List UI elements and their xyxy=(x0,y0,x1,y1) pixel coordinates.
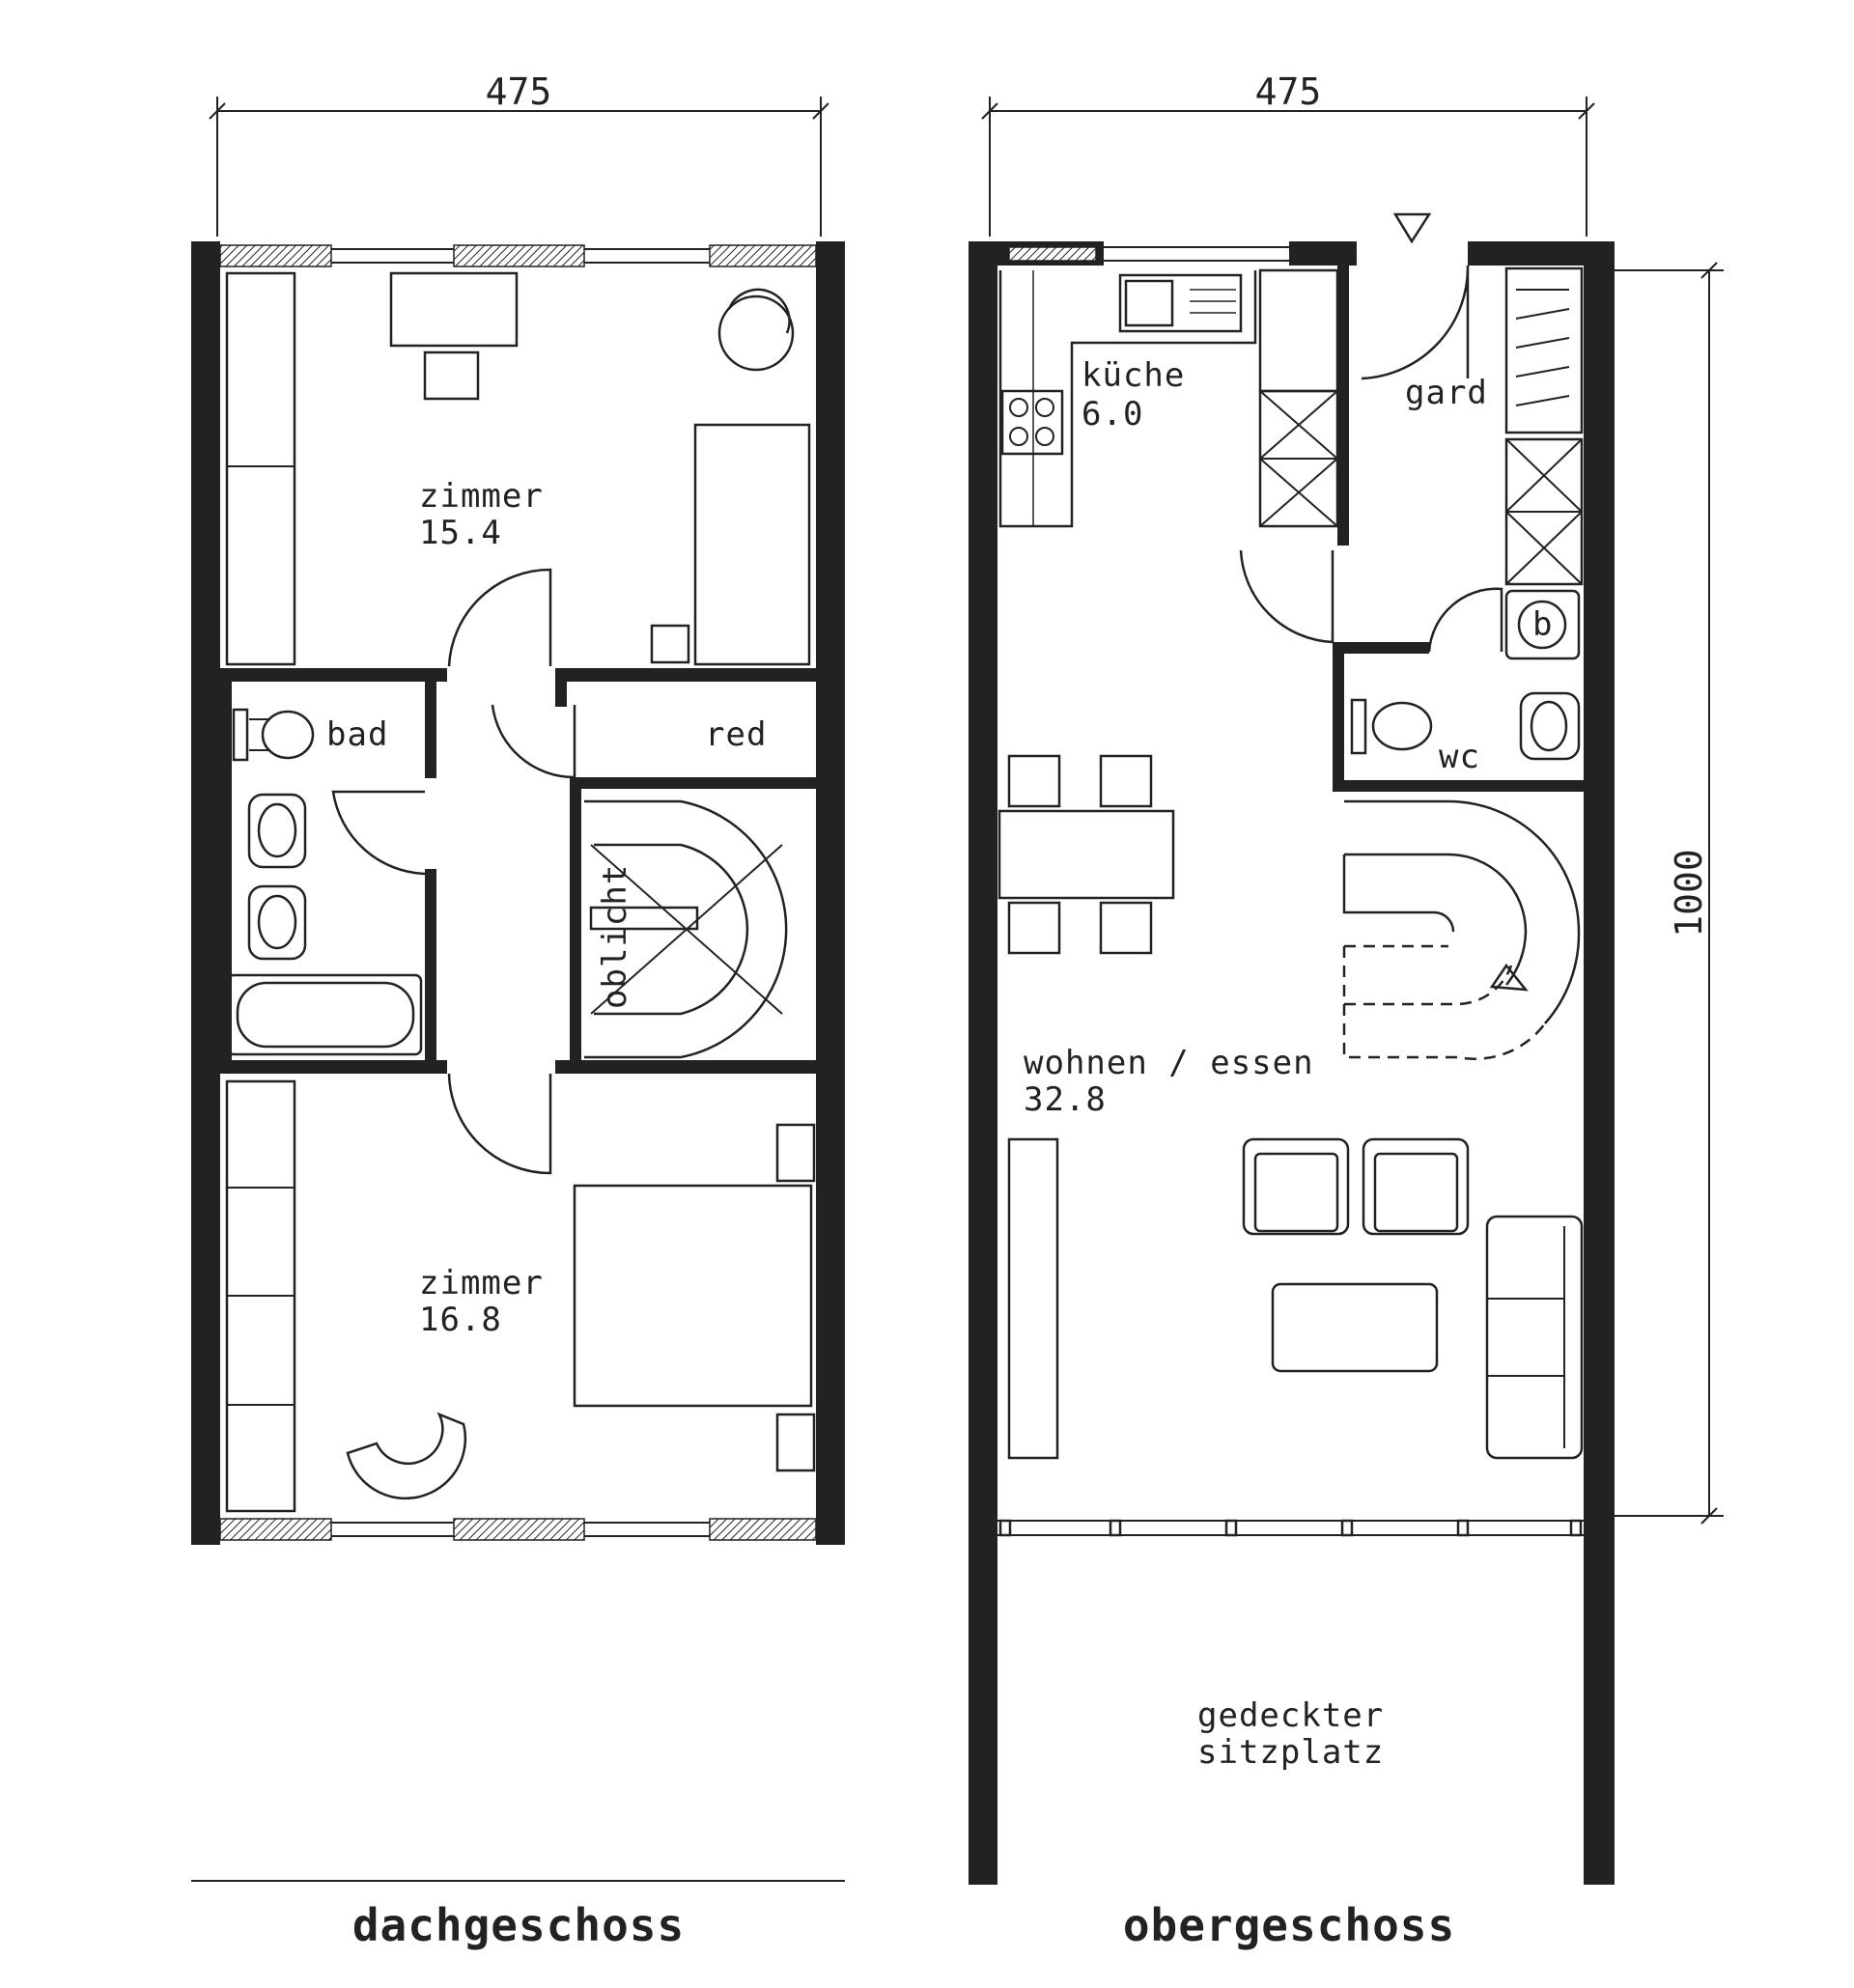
window-front xyxy=(997,1519,1584,1537)
caption-dachgeschoss: dachgeschoss xyxy=(352,1899,685,1951)
armchair-top-icon xyxy=(717,288,795,372)
room-zimmer-bottom-name: zimmer xyxy=(419,1264,544,1302)
depth-dimension: 1000 xyxy=(1608,262,1724,1525)
double-bed xyxy=(573,1123,816,1472)
depth-label: 1000 xyxy=(1668,849,1710,938)
stair-right xyxy=(1342,799,1581,1060)
width-dimension-left: 475 xyxy=(209,70,829,237)
kitchen-counter xyxy=(998,270,1257,528)
boiler: b xyxy=(1504,589,1581,660)
kitchen-tall-cabinets xyxy=(1258,268,1339,528)
door-kueche xyxy=(1239,549,1334,644)
room-bad: bad xyxy=(326,715,388,754)
label-oblicht: oblicht xyxy=(596,864,634,1009)
room-sitzplatz-line1: gedeckter xyxy=(1197,1696,1384,1735)
room-kueche-name: küche xyxy=(1082,356,1185,395)
desk-top xyxy=(389,271,519,401)
width-label-left: 475 xyxy=(486,70,552,113)
armchairs xyxy=(1242,1137,1470,1236)
armchair-bottom-icon xyxy=(346,1412,467,1500)
door-zimmer-bottom xyxy=(447,1073,552,1175)
stair-oblicht-left xyxy=(584,799,788,1059)
toilet-bad xyxy=(232,708,315,762)
door-bad xyxy=(331,790,426,876)
width-dimension-right: 475 xyxy=(981,70,1595,237)
bathtub xyxy=(226,973,423,1056)
toilet-wc xyxy=(1350,698,1433,755)
door-wc xyxy=(1427,587,1503,653)
door-zimmer-top xyxy=(447,568,552,667)
washbasin-bad-2 xyxy=(247,884,307,961)
wardrobe-gard xyxy=(1504,266,1584,586)
obergeschoss-plan: 475 1000 xyxy=(969,70,1724,1951)
cooktop xyxy=(1000,389,1064,456)
room-wohnen-name: wohnen / essen xyxy=(1024,1044,1314,1082)
washbasin-wc xyxy=(1519,691,1581,761)
room-gard: gard xyxy=(1405,374,1488,412)
boiler-mark: b xyxy=(1532,605,1553,644)
room-wc: wc xyxy=(1439,738,1480,776)
room-zimmer-top-name: zimmer xyxy=(419,477,544,516)
dining-table xyxy=(997,754,1175,955)
caption-obergeschoss: obergeschoss xyxy=(1123,1899,1455,1951)
dachgeschoss-plan: 475 xyxy=(191,70,845,1951)
width-label-right: 475 xyxy=(1255,70,1322,113)
entrance-arrow-icon xyxy=(1392,212,1432,244)
door-red xyxy=(491,704,576,779)
room-sitzplatz-line2: sitzplatz xyxy=(1197,1733,1384,1772)
wardrobe-top-left xyxy=(225,271,296,666)
sofa xyxy=(1485,1215,1584,1460)
washbasin-bad-1 xyxy=(247,793,307,869)
sideboard xyxy=(1007,1137,1059,1460)
room-kueche-area: 6.0 xyxy=(1082,395,1143,434)
entrance-door xyxy=(1361,265,1470,380)
room-wohnen-area: 32.8 xyxy=(1024,1080,1107,1119)
room-red: red xyxy=(705,715,767,754)
coffee-table xyxy=(1271,1282,1439,1373)
wardrobe-bottom-left xyxy=(225,1079,296,1513)
bed-top xyxy=(650,423,811,666)
room-zimmer-top-area: 15.4 xyxy=(419,514,502,552)
room-zimmer-bottom-area: 16.8 xyxy=(419,1301,502,1339)
